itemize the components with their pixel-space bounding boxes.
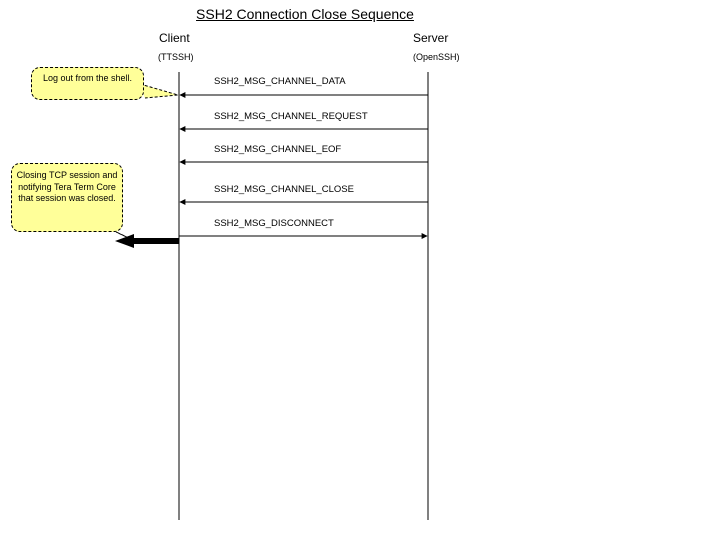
client-actor-subtitle: (TTSSH) xyxy=(158,52,194,62)
client-actor-name: Client xyxy=(159,31,190,45)
notify-core-arrowhead xyxy=(115,234,134,248)
message-label: SSH2_MSG_CHANNEL_DATA xyxy=(214,76,346,87)
note-closing-session: Closing TCP session and notifying Tera T… xyxy=(11,163,123,232)
message-label: SSH2_MSG_CHANNEL_REQUEST xyxy=(214,111,368,122)
message-label: SSH2_MSG_DISCONNECT xyxy=(214,218,334,229)
server-actor-name: Server xyxy=(413,31,449,45)
note-closing-text: Closing TCP session and notifying Tera T… xyxy=(16,170,118,203)
note-connector-logout xyxy=(139,83,179,99)
diagram-title: SSH2 Connection Close Sequence xyxy=(196,6,414,22)
message-label: SSH2_MSG_CHANNEL_CLOSE xyxy=(214,184,354,195)
server-actor-subtitle: (OpenSSH) xyxy=(413,52,460,62)
note-logout: Log out from the shell. xyxy=(31,67,144,100)
note-logout-text: Log out from the shell. xyxy=(42,73,133,83)
message-label: SSH2_MSG_CHANNEL_EOF xyxy=(214,144,342,155)
